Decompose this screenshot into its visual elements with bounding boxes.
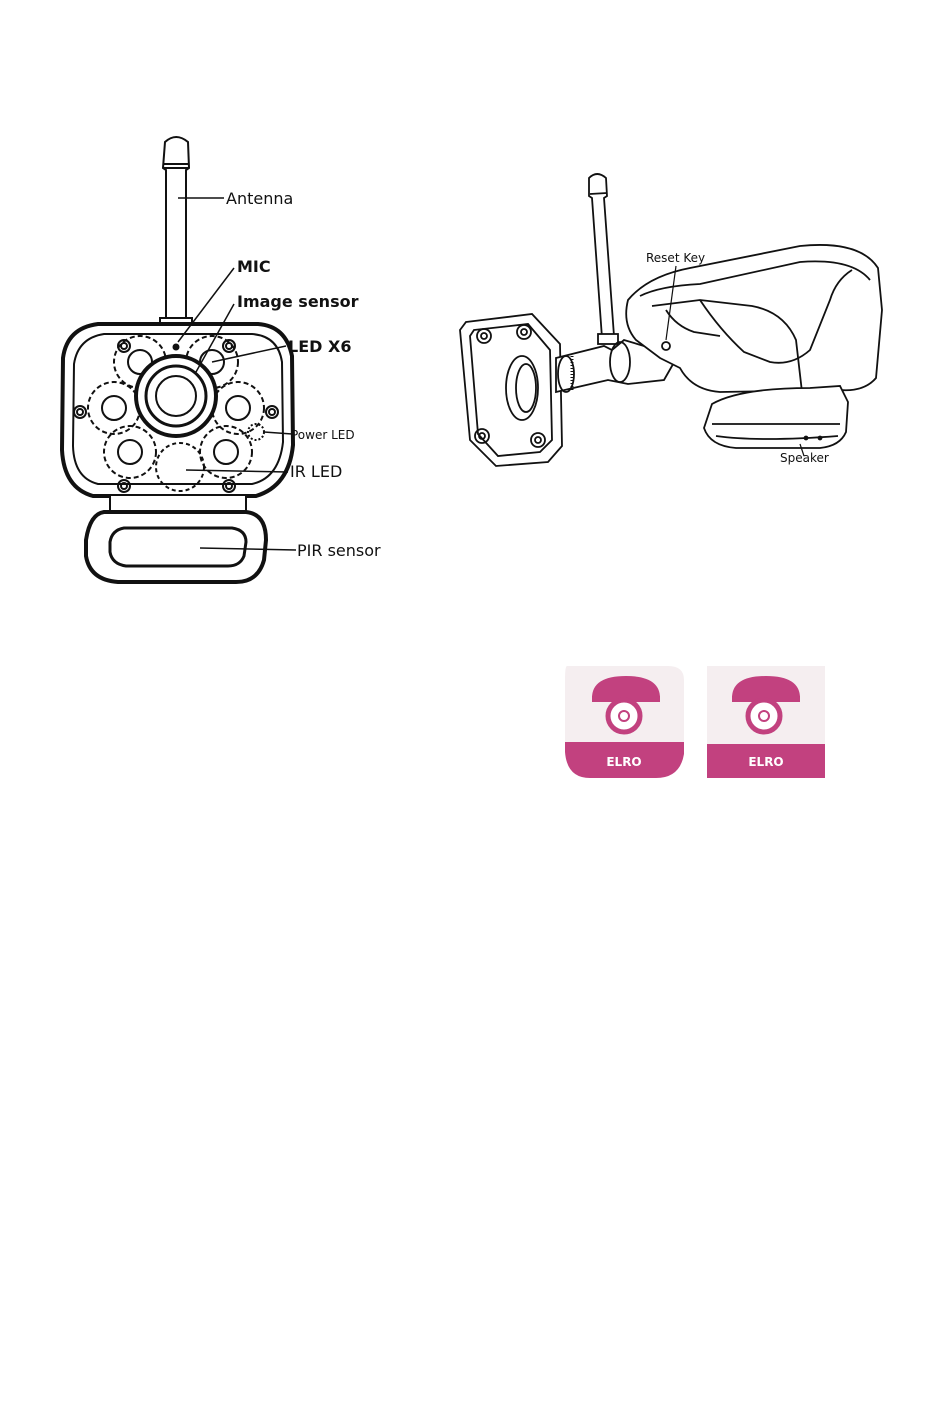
label-led: LED X6 [288, 337, 351, 356]
side-pir-base [704, 386, 848, 448]
label-antenna: Antenna [226, 189, 293, 208]
label-image-sensor: Image sensor [237, 292, 359, 311]
image-sensor-lens [136, 356, 216, 436]
label-mic: MIC [237, 257, 271, 276]
wall-mount-plate [460, 314, 562, 466]
side-view-camera [460, 174, 882, 466]
sticker-rounded: ELRO [565, 666, 684, 778]
label-pir-sensor: PIR sensor [297, 541, 381, 560]
label-speaker: Speaker [780, 451, 829, 465]
pir-module [86, 512, 266, 582]
mic-hole [174, 345, 179, 350]
sticker-brand-label: ELRO [748, 755, 783, 769]
side-antenna-drawing [589, 174, 618, 344]
sticker-brand-label: ELRO [606, 755, 641, 769]
label-power-led: Power LED [291, 428, 355, 442]
sticker-square: ELRO [707, 666, 825, 778]
antenna-drawing [160, 137, 192, 326]
label-reset-key: Reset Key [646, 251, 705, 265]
label-ir-led: IR LED [290, 462, 342, 481]
